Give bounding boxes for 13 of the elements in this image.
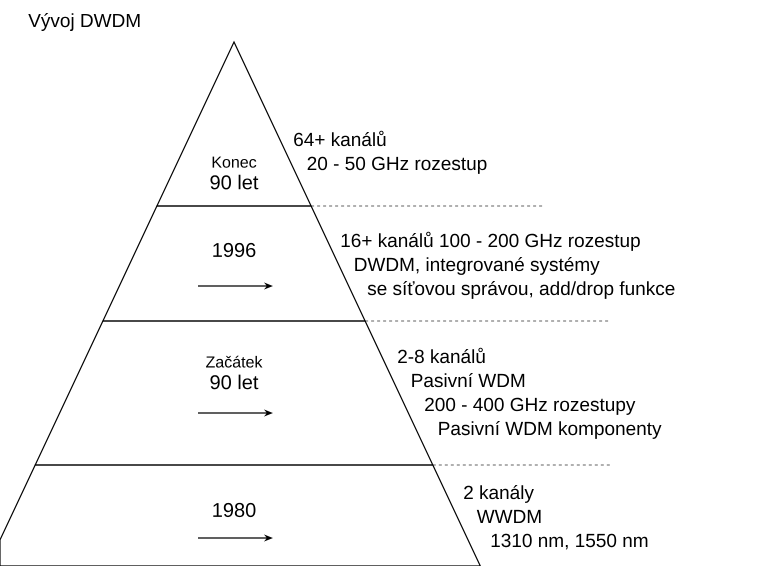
description-text: 1310 nm, 1550 nm — [492, 534, 648, 550]
description-text: 2 kanály — [464, 485, 534, 503]
description-text: 20 - 50 GHz rozestup — [308, 156, 486, 174]
description-text: Pasivní WDM komponenty — [439, 421, 662, 439]
description-text: 64+ kanálů — [294, 130, 386, 146]
description-text: 16+ kanálů 100 - 200 GHz rozestup — [342, 232, 640, 251]
description-text: WWDM — [476, 510, 541, 523]
description-text: se síťovou správou, add/drop funkce — [368, 281, 674, 299]
description-text: Pasivní WDM — [412, 373, 524, 388]
description-text: 200 - 400 GHz rozestupy — [425, 398, 636, 415]
title: Vývoj DWDM — [28, 13, 140, 31]
description-text: DWDM, integrované systémy — [355, 257, 600, 275]
description-text: 2-8 kanálů — [398, 348, 485, 364]
